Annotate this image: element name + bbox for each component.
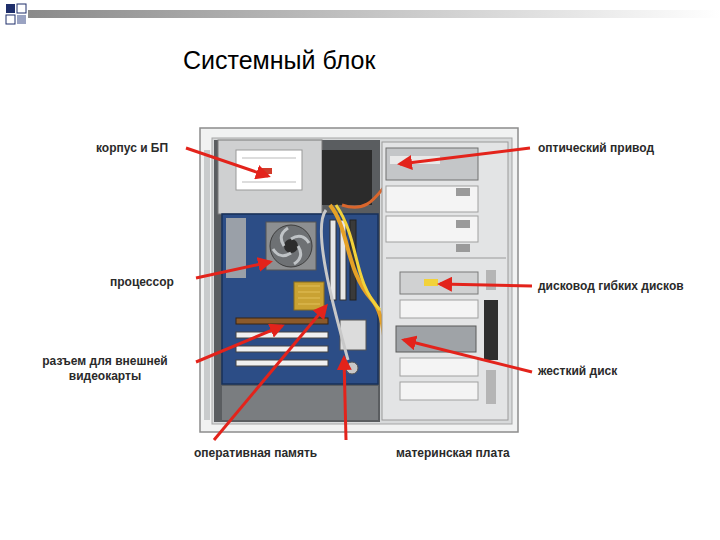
slide-title: Системный блок <box>183 46 375 75</box>
part-label: оптический привод <box>538 141 654 155</box>
part-label: дисковод гибких дисков <box>538 279 684 293</box>
leader-arrow <box>186 148 532 440</box>
part-label: жесткий диск <box>538 364 617 378</box>
part-label: разъем для внешней видеокарты <box>16 354 194 384</box>
part-label: корпус и БП <box>96 141 168 155</box>
part-label: оперативная память <box>194 446 317 460</box>
part-label: материнская плата <box>396 446 510 460</box>
part-label: процессор <box>110 275 174 289</box>
